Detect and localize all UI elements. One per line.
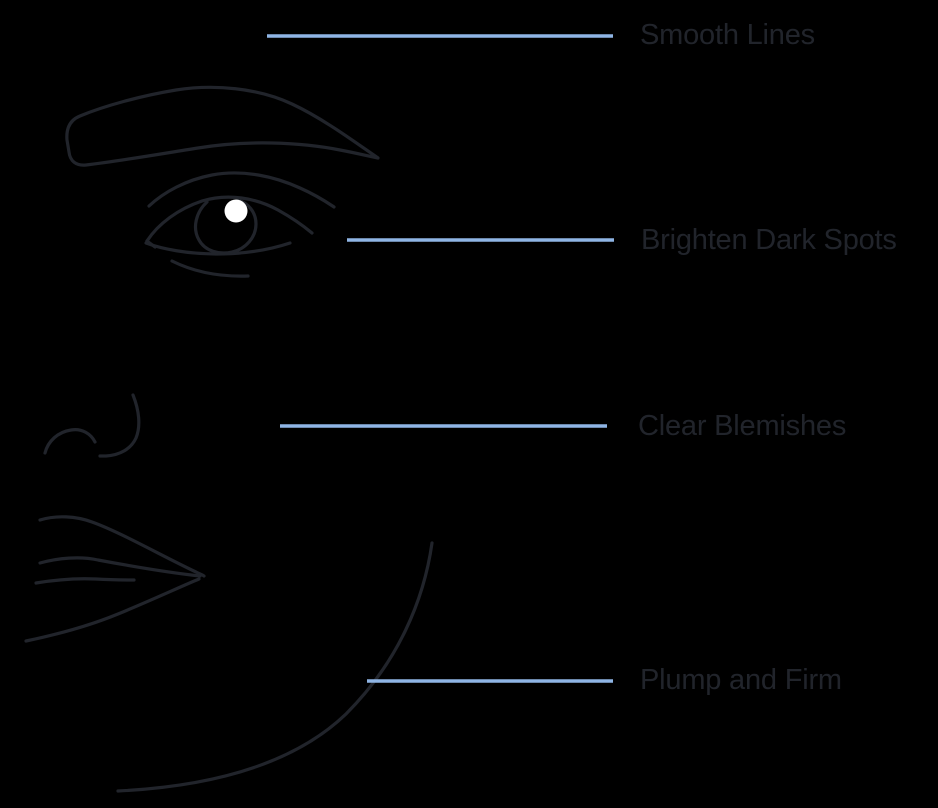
eye-lower-lid xyxy=(144,241,292,256)
lower-lip-inner-line xyxy=(34,577,136,585)
iris xyxy=(193,198,258,255)
nose-group xyxy=(43,393,141,458)
jawline-group xyxy=(116,541,434,793)
eyebrow-outline xyxy=(65,85,380,167)
nostril xyxy=(43,428,97,455)
jawline xyxy=(116,541,434,793)
eye-group xyxy=(144,171,336,278)
upper-lip xyxy=(38,515,206,578)
lip-line xyxy=(38,556,202,578)
eye-upper-lid xyxy=(145,195,314,243)
eye-highlight-dot xyxy=(224,199,248,223)
callout-label-clear-blemishes: Clear Blemishes xyxy=(638,410,847,442)
eye-upper-crease xyxy=(147,171,336,209)
nose-bridge-tip xyxy=(98,393,141,458)
eyebrow-group xyxy=(65,85,380,167)
callout-label-plump-and-firm: Plump and Firm xyxy=(640,664,842,696)
lips-group xyxy=(24,515,206,643)
lower-lip xyxy=(24,577,201,643)
connector-lines-group xyxy=(267,34,614,683)
callout-label-brighten-dark-spots: Brighten Dark Spots xyxy=(641,224,897,256)
callout-label-smooth-lines: Smooth Lines xyxy=(640,19,815,51)
eye-inner-corner xyxy=(145,239,157,249)
under-eye-crease xyxy=(170,259,250,278)
